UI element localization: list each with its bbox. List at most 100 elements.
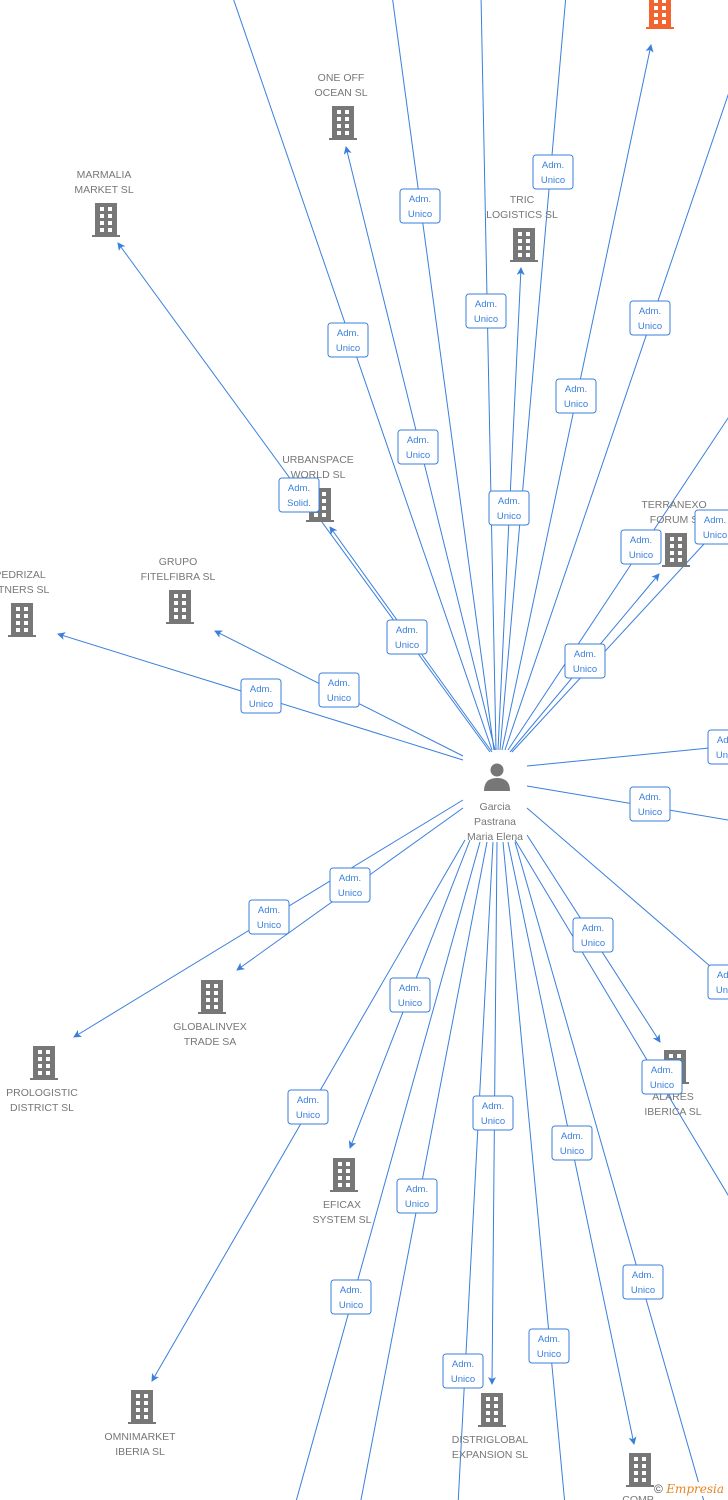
building-icon[interactable] — [128, 1390, 156, 1424]
building-icon[interactable] — [646, 0, 674, 29]
company-name[interactable]: IBERICA SL — [644, 1106, 701, 1118]
building-icon[interactable] — [330, 1158, 358, 1192]
role-badge[interactable]: Adm.Unico — [399, 188, 441, 224]
role-badge[interactable]: Adm.Unico — [329, 867, 371, 903]
company-node-orange[interactable] — [646, 0, 674, 29]
company-node-omnimarket-iberia[interactable]: OMNIMARKET IBERIA SL — [104, 1390, 176, 1458]
company-name[interactable]: URBANSPACE — [282, 454, 354, 466]
role-text: Adm. — [337, 328, 359, 339]
role-badge[interactable]: Adm.Unico — [707, 729, 728, 765]
role-badge[interactable]: Adm.Unico — [564, 643, 606, 679]
building-icon[interactable] — [478, 1393, 506, 1427]
building-icon[interactable] — [92, 203, 120, 237]
role-badge[interactable]: Adm.Unico — [386, 619, 428, 655]
building-window — [345, 117, 349, 121]
company-name[interactable]: EFICAX — [323, 1199, 361, 1211]
building-window — [38, 1057, 42, 1061]
building-window — [642, 1478, 646, 1482]
person-name[interactable]: Garcia — [480, 801, 511, 813]
role-badge[interactable]: Adm. Unico — [472, 1095, 514, 1131]
company-name[interactable]: FORUM S — [650, 514, 698, 526]
company-name[interactable]: IBERIA SL — [115, 1446, 165, 1458]
building-icon[interactable] — [662, 533, 690, 567]
role-badge[interactable]: Adm.Unico — [396, 1178, 438, 1214]
role-text: Adm. — [582, 923, 604, 934]
company-name[interactable]: OCEAN SL — [314, 87, 367, 99]
company-node-terranexo-forum[interactable]: TERRANEXO FORUM S — [641, 499, 707, 567]
company-name[interactable]: TRIC — [510, 194, 535, 206]
role-text: Adm. — [288, 483, 310, 494]
empresia-logo[interactable]: Empresia — [666, 1482, 724, 1496]
role-badge[interactable]: Adm.Unico — [572, 917, 614, 953]
role-badge-box — [278, 477, 320, 513]
role-badge[interactable]: Adm.Unico — [465, 293, 507, 329]
company-name[interactable]: PEDRIZAL — [0, 569, 46, 581]
role-badge[interactable]: Adm.Unico — [240, 678, 282, 714]
role-badge[interactable]: Adm.Unico — [330, 1279, 372, 1315]
person-name[interactable]: Pastrana — [474, 816, 516, 828]
company-name[interactable]: PROLOGISTIC — [6, 1087, 78, 1099]
company-node-distriglobal-expansion[interactable]: DISTRIGLOBAL EXPANSION SL — [452, 1393, 529, 1461]
company-name[interactable]: TERRANEXO — [641, 499, 706, 511]
role-badge[interactable]: Adm.Unico — [287, 1089, 329, 1125]
role-badge[interactable]: Adm.Unico — [622, 1264, 664, 1300]
company-node-eficax-system[interactable]: EFICAX SYSTEM SL — [313, 1158, 372, 1226]
role-text: Adm. — [542, 160, 564, 171]
company-node-globalinvex-trade[interactable]: GLOBALINVEX TRADE SA — [173, 980, 247, 1048]
role-badge[interactable]: Adm.Unico — [389, 977, 431, 1013]
building-icon[interactable] — [166, 590, 194, 624]
building-icon[interactable] — [510, 228, 538, 262]
role-badge[interactable]: Adm.Unico — [442, 1353, 484, 1389]
company-name[interactable]: MARMALIA — [77, 169, 132, 181]
building-body — [332, 106, 354, 138]
role-badge[interactable]: Adm.Unico — [629, 786, 671, 822]
role-badge[interactable]: Adm.Solid. — [278, 477, 320, 513]
building-window — [108, 207, 112, 211]
role-badge[interactable]: Adm.Unico — [528, 1328, 570, 1364]
company-name[interactable]: SYSTEM SL — [313, 1214, 372, 1226]
company-name[interactable]: MARKET SL — [74, 184, 133, 196]
role-badge[interactable]: Adm.Unico — [488, 490, 530, 526]
company-name[interactable]: COMP — [622, 1494, 654, 1500]
company-name[interactable]: GLOBALINVEX — [173, 1021, 247, 1033]
company-name[interactable]: DISTRIGLOBAL — [452, 1434, 529, 1446]
company-node-prologistic-district[interactable]: PROLOGISTIC DISTRICT SL — [6, 1046, 78, 1114]
company-node-one-off-ocean[interactable]: ONE OFF OCEAN SL — [314, 72, 368, 140]
role-badge[interactable]: Adm.Unico — [620, 529, 662, 565]
company-name[interactable]: DISTRICT SL — [10, 1102, 74, 1114]
role-badge[interactable]: Adm.Unico — [532, 154, 574, 190]
role-badge[interactable]: Adm.Unico — [629, 300, 671, 336]
company-name[interactable]: GRUPO — [159, 556, 198, 568]
role-badge[interactable]: Adm.Unico — [641, 1059, 683, 1095]
role-badge[interactable]: Adm.Unico — [327, 322, 369, 358]
company-node-tric-logistics[interactable]: TRIC LOGISTICS SL — [486, 194, 558, 262]
company-node-grupo-fitelfibra[interactable]: GRUPO FITELFIBRA SL — [141, 556, 216, 624]
company-node-pedrizal-partners[interactable]: PEDRIZAL RTNERS SL — [0, 569, 50, 637]
company-name[interactable]: TRADE SA — [184, 1036, 237, 1048]
role-text: Adm. — [482, 1101, 504, 1112]
company-name[interactable]: EXPANSION SL — [452, 1449, 528, 1461]
person-name[interactable]: Maria Elena — [467, 831, 523, 843]
company-name[interactable]: RTNERS SL — [0, 584, 50, 596]
role-badge[interactable]: Adm.Unico — [707, 964, 728, 1000]
role-badge[interactable]: Adm.Unico — [318, 672, 360, 708]
role-badge[interactable]: Adm.Unico — [555, 378, 597, 414]
role-badge[interactable]: Adm.Unico — [397, 429, 439, 465]
company-node-marmalia-market[interactable]: MARMALIA MARKET SL — [74, 169, 134, 237]
role-badge[interactable]: Adm.Unico — [551, 1125, 593, 1161]
role-text: Unico — [481, 1116, 505, 1127]
company-name[interactable]: OMNIMARKET — [104, 1431, 176, 1443]
company-name[interactable]: LOGISTICS SL — [486, 209, 558, 221]
role-badge[interactable]: Adm.Unico — [694, 509, 728, 545]
building-icon[interactable] — [198, 980, 226, 1014]
role-badge[interactable]: Adm.Unico — [248, 899, 290, 935]
building-icon[interactable] — [329, 106, 357, 140]
company-name[interactable]: ONE OFF — [318, 72, 365, 84]
building-icon[interactable] — [8, 603, 36, 637]
company-node-comp[interactable]: COMP — [622, 1453, 654, 1500]
building-base — [662, 565, 690, 567]
building-icon[interactable] — [626, 1453, 654, 1487]
company-name[interactable]: FITELFIBRA SL — [141, 571, 216, 583]
building-icon[interactable] — [30, 1046, 58, 1080]
